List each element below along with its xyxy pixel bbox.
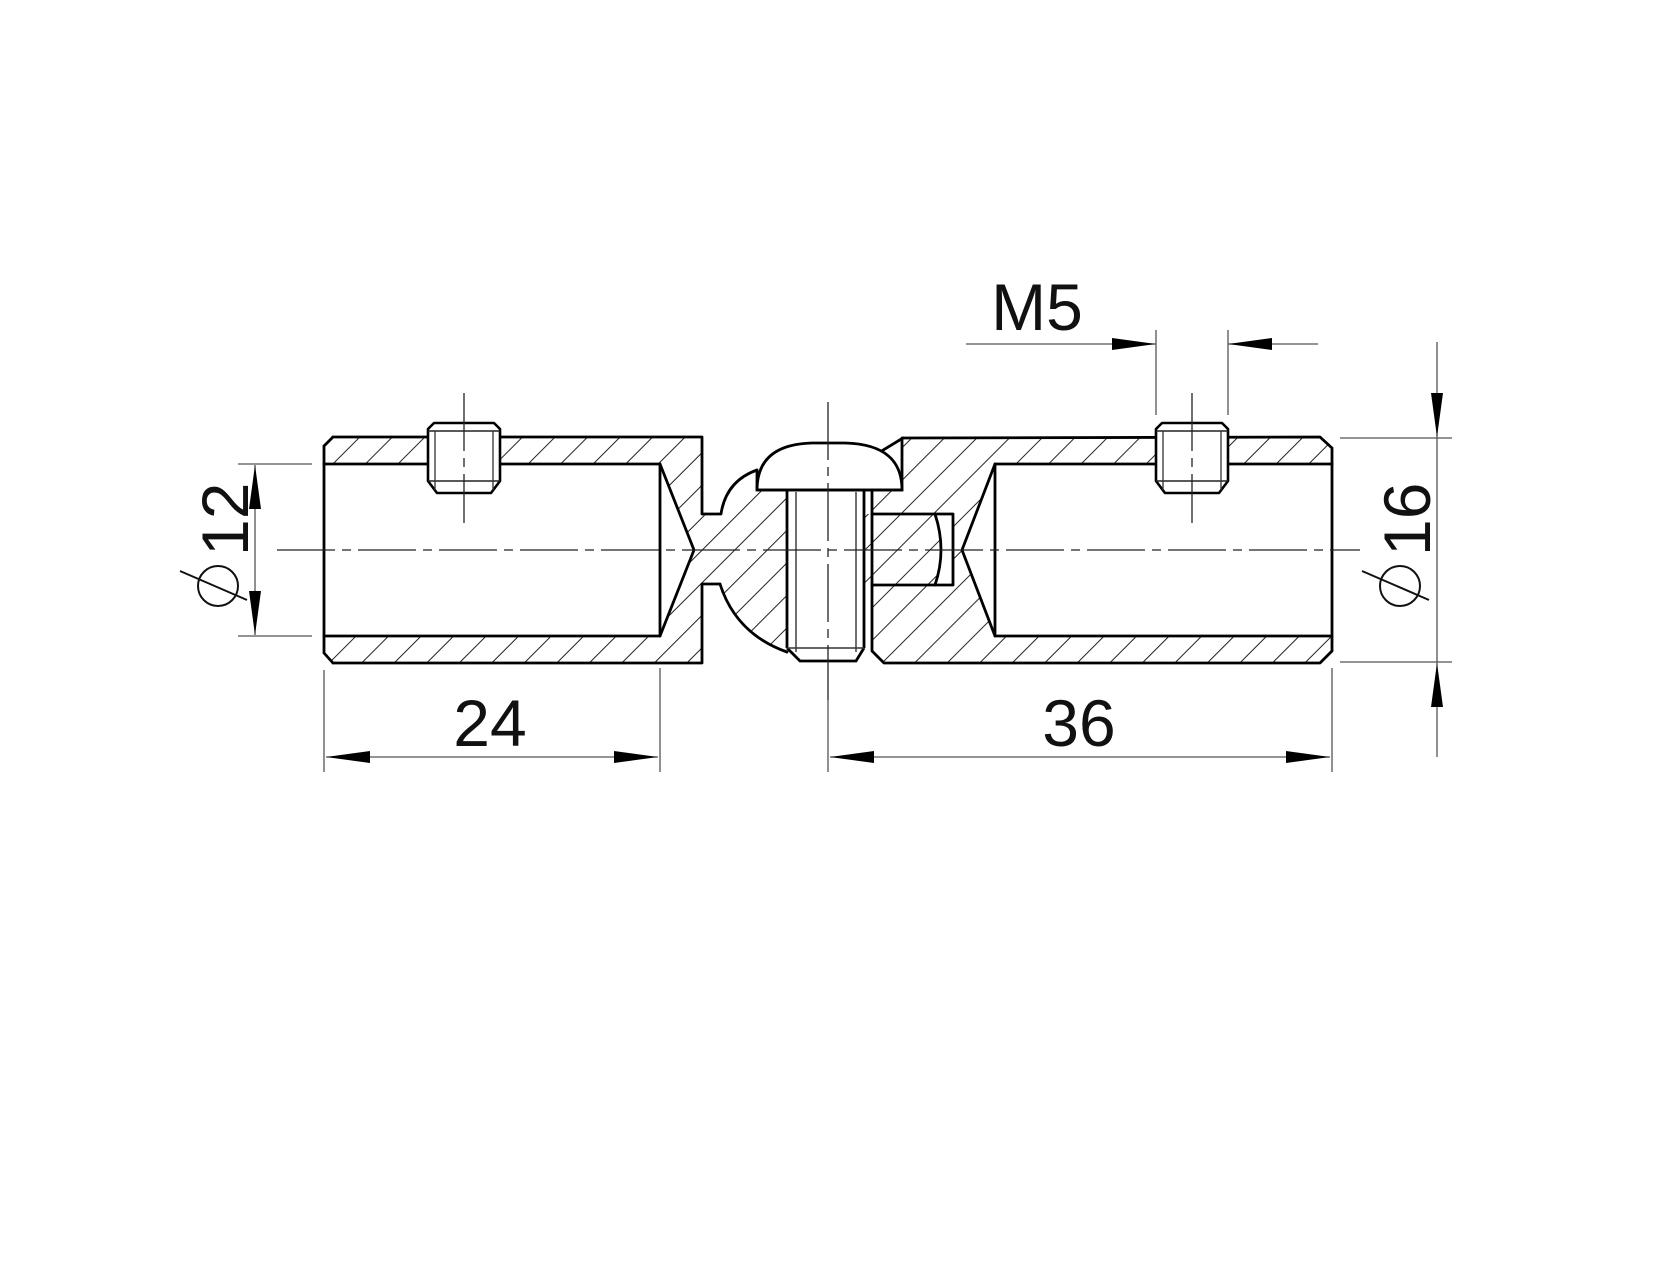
d16-extension-lines [1340,437,1452,663]
left-sleeve-bottom-outline [331,582,722,665]
left-sleeve-top-outline [331,435,759,516]
d12-label-group: 12 [179,483,262,607]
dimension-bore-diameter: 12 [179,463,312,637]
ball-lower-arc [718,582,789,654]
d16-arrow-up [1431,663,1443,707]
len24-arrow-right [614,751,658,763]
len24-label: 24 [453,686,526,760]
dimension-length-36: 36 [827,668,1333,772]
m5-arrow-right [1228,338,1272,350]
hatch-ball-right-cap [864,514,941,585]
m5-arrow-left [1112,338,1156,350]
hatch-ball-left [702,470,787,652]
m5-label: M5 [991,270,1083,344]
dimension-m5: M5 [966,270,1318,415]
len24-arrow-left [326,751,370,763]
screw-shank-thread-lines [787,492,864,652]
centerlines [277,393,1360,700]
len36-extension-lines [827,668,1333,772]
dimension-length-24: 24 [323,668,661,772]
dimension-outer-diameter: 16 [1340,342,1452,757]
screw-dome-head [755,441,904,492]
hatch-left-bottom-wall [324,636,660,663]
diameter-symbol [179,565,248,607]
diameter-symbol [1361,565,1430,607]
len36-arrow-right [1286,751,1330,763]
d16-label: 16 [1370,483,1444,556]
d12-arrow-down [249,591,261,635]
set-screw-left-thread-lines [434,431,494,490]
len36-label: 36 [1042,686,1115,760]
set-screw-right-thread-lines [1162,431,1222,490]
left-drill-cone-cut [660,464,694,636]
d16-arrow-down [1431,393,1443,437]
d12-extension-lines [238,463,312,637]
hatch-right-bottom-wall [995,636,1332,663]
d12-label: 12 [188,483,262,556]
len24-extension-lines [323,668,661,772]
len36-arrow-left [830,751,874,763]
d16-label-group: 16 [1361,483,1444,607]
d12-arrow-up [249,465,261,509]
